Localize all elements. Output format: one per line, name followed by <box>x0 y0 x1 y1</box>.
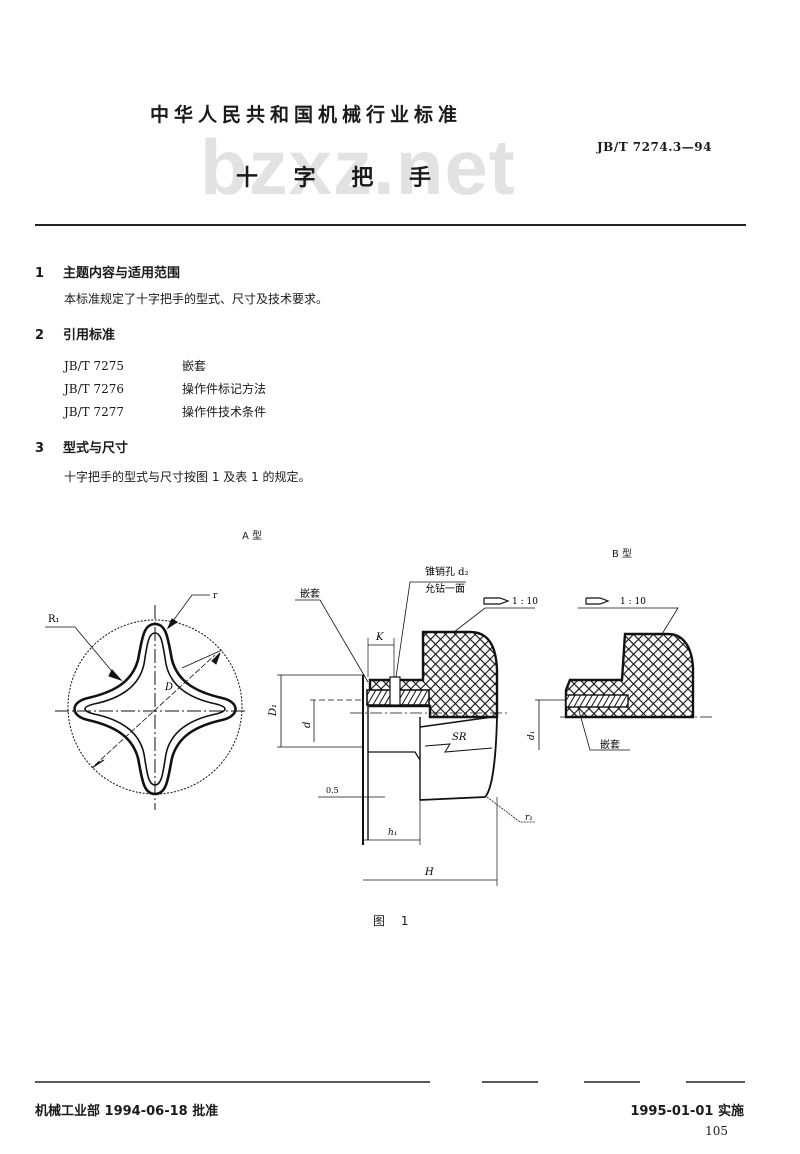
section-1-heading: 1 主题内容与适用范围 <box>35 262 180 281</box>
section-title: 型式与尺寸 <box>63 441 129 456</box>
page-number: 105 <box>705 1124 728 1138</box>
reference-name: 操作件标记方法 <box>182 382 267 396</box>
issuing-organization: 中华人民共和国机械行业标准 <box>150 104 463 126</box>
type-a-label: A 型 <box>242 531 263 542</box>
approval-date: 机械工业部 1994-06-18 批准 <box>35 1104 219 1119</box>
label-taper-a: 1 : 10 <box>512 597 538 607</box>
label-SR: SR <box>452 732 467 743</box>
top-view <box>45 594 245 810</box>
implementation-date: 1995-01-01 实施 <box>630 1104 744 1119</box>
reference-code: JB/T 7275 <box>64 359 125 373</box>
label-pin-hole-note: 允钻一面 <box>425 582 465 595</box>
section-title: 引用标准 <box>63 328 116 343</box>
section-view-a <box>277 581 535 886</box>
section-view-b <box>535 597 712 751</box>
label-H: H <box>424 867 434 878</box>
label-R1: R₁ <box>48 614 60 625</box>
section-3-body: 十字把手的型式与尺寸按图 1 及表 1 的规定。 <box>64 470 311 484</box>
section-1-body: 本标准规定了十字把手的型式、尺寸及技术要求。 <box>64 292 329 306</box>
label-insert-b: 嵌套 <box>600 738 620 751</box>
section-title: 主题内容与适用范围 <box>63 266 181 281</box>
reference-code: JB/T 7276 <box>64 382 125 396</box>
reference-item: JB/T 7277 操作件技术条件 <box>64 403 266 420</box>
label-K: K <box>375 632 384 643</box>
section-number: 1 <box>35 266 45 281</box>
section-number: 3 <box>35 441 45 456</box>
label-taper-b: 1 : 10 <box>620 597 646 607</box>
label-D: D <box>164 682 173 693</box>
label-d: d <box>302 722 313 728</box>
reference-name: 操作件技术条件 <box>182 405 267 419</box>
reference-item: JB/T 7276 操作件标记方法 <box>64 380 266 397</box>
section-3-heading: 3 型式与尺寸 <box>35 437 128 456</box>
label-chamfer: 0.5 <box>326 786 339 795</box>
watermark: bzxz.net <box>200 123 516 211</box>
section-number: 2 <box>35 328 45 343</box>
label-d1: d₁ <box>527 731 537 740</box>
header-divider <box>35 224 746 226</box>
type-b-label: B 型 <box>612 549 633 560</box>
label-h1: h₁ <box>388 828 397 838</box>
label-r: r <box>213 591 218 601</box>
figure-caption: 图 1 <box>373 914 415 928</box>
label-r1: r₁ <box>525 813 533 823</box>
standard-code: JB/T 7274.3—94 <box>597 140 712 154</box>
label-D1: D₁ <box>268 704 279 717</box>
reference-name: 嵌套 <box>182 359 207 373</box>
document-title: 十 字 把 手 <box>236 166 445 191</box>
reference-item: JB/T 7275 嵌套 <box>64 357 206 374</box>
reference-code: JB/T 7277 <box>64 405 125 419</box>
section-2-heading: 2 引用标准 <box>35 324 115 343</box>
label-insert-a: 嵌套 <box>300 587 320 600</box>
label-pin-hole: 锥销孔 d₂ <box>425 565 469 578</box>
